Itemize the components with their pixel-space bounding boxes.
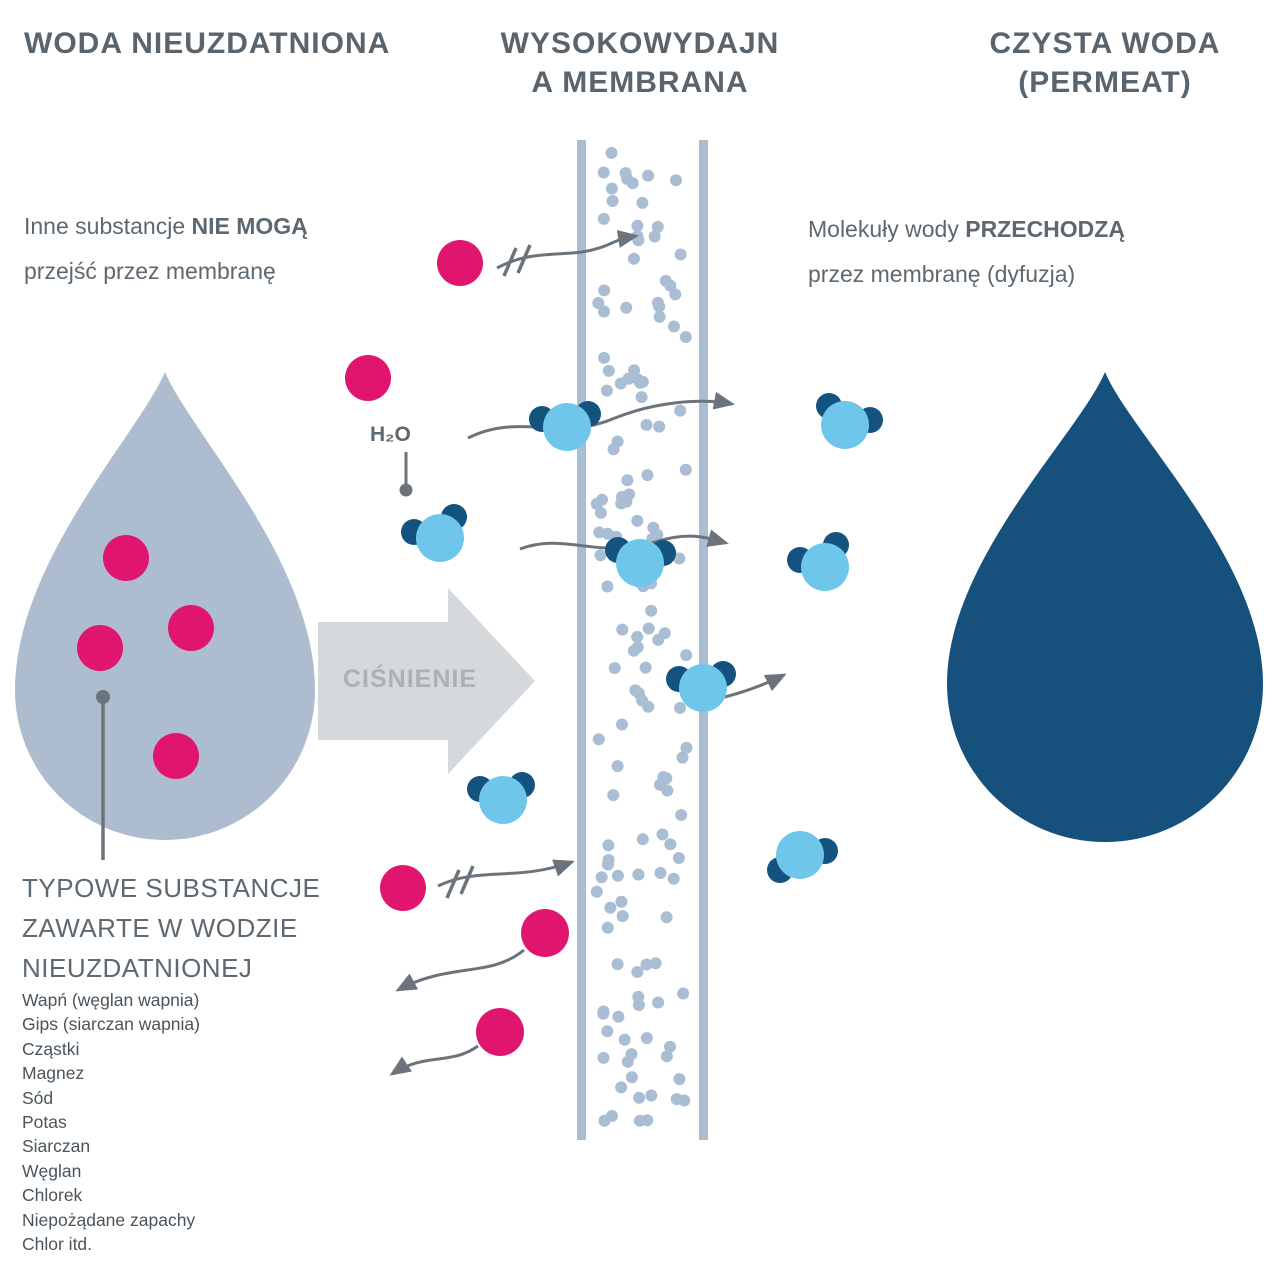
substance-item: Siarczan: [22, 1136, 91, 1157]
right-note: Molekuły wody PRZECHODZĄ przez membranę …: [808, 216, 1125, 287]
bounce-arrow-2: [389, 1044, 479, 1076]
contaminant-molecule-1: [437, 240, 483, 286]
blocked-slashes-icon: [502, 244, 532, 277]
pass-arrow-1: [467, 391, 735, 440]
h2o-pointer: [399, 452, 413, 497]
water-molecule-2: [401, 504, 467, 562]
h2o-label: H₂O: [370, 423, 411, 446]
substance-item: Węglan: [22, 1160, 82, 1181]
substances-list: Wapń (węglan wapnia) Gips (siarczan wapn…: [22, 988, 200, 1256]
water-molecule-3: [605, 537, 676, 587]
clean-water-drop: [947, 372, 1263, 842]
pressure-arrow: [318, 588, 535, 774]
contaminant-dot: [77, 625, 123, 671]
water-molecule-7: [787, 532, 849, 591]
membrane-wall-left: [577, 140, 586, 1140]
substances-pointer-line: [96, 690, 110, 860]
membrane-pores: [590, 146, 694, 1127]
substance-item: Magnez: [22, 1063, 85, 1084]
water-molecule-1: [529, 401, 601, 451]
blocked-slashes-icon: [445, 865, 475, 899]
blocked-arrow-1: [496, 230, 639, 277]
header-raw-water-label: WODA NIEUZDATNIONA: [24, 27, 391, 60]
contaminant-molecule-2: [345, 355, 391, 401]
header-membrane: WYSOKOWYDAJN A MEMBRANA: [500, 27, 780, 99]
substance-item: Chlorek: [22, 1185, 83, 1206]
membrane: [577, 140, 708, 1140]
contaminant-dot: [153, 733, 199, 779]
substance-item: Sód: [22, 1087, 54, 1108]
membrane-wall-right: [699, 140, 708, 1140]
substance-item: Niepożądane zapachy: [22, 1209, 196, 1230]
substance-item: Gips (siarczan wapnia): [22, 1014, 200, 1035]
water-molecule-8: [767, 831, 838, 883]
contaminant-molecule-4: [521, 909, 569, 957]
raw-water-drop: [15, 372, 315, 860]
contaminant-dot: [103, 535, 149, 581]
substance-item: Cząstki: [22, 1038, 80, 1059]
water-molecule-6: [816, 393, 883, 449]
substance-item: Wapń (węglan wapnia): [22, 990, 200, 1010]
substance-item: Chlor itd.: [22, 1234, 93, 1255]
substance-item: Potas: [22, 1112, 67, 1133]
pressure-label: CIŚNIENIE: [342, 665, 478, 693]
blocked-arrow-2: [437, 859, 575, 899]
contaminant-dot: [168, 605, 214, 651]
contaminant-molecule-3: [380, 865, 426, 911]
left-note: Inne substancje NIE MOGĄ przejść przez m…: [24, 213, 308, 284]
header-raw-water: WODA NIEUZDATNIONA: [24, 24, 390, 63]
water-molecule-5: [467, 772, 535, 824]
water-molecule-4: [666, 661, 736, 712]
contaminant-molecule-5: [476, 1008, 524, 1056]
substances-heading: TYPOWE SUBSTANCJE ZAWARTE W WODZIE NIEUZ…: [22, 873, 321, 983]
bounce-arrow-1: [395, 948, 525, 992]
header-clean-water: CZYSTA WODA (PERMEAT): [989, 27, 1221, 99]
